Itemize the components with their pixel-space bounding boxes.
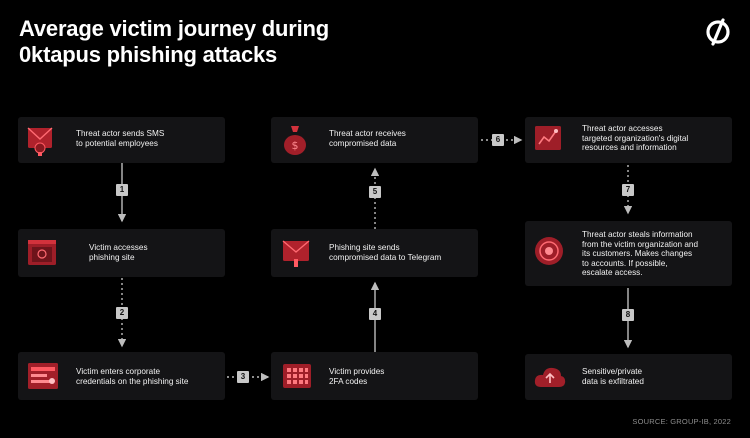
browser-window-icon xyxy=(28,240,56,265)
credentials-form-icon xyxy=(28,363,58,389)
step-card-sms: Threat actor sends SMS to potential empl… xyxy=(18,117,225,163)
step-card-telegram: Phishing site sends compromised data to … xyxy=(271,229,478,277)
step-badge-1: 1 xyxy=(116,184,128,196)
cloud-upload-icon xyxy=(534,367,566,387)
step-text-sms: Threat actor sends SMS to potential empl… xyxy=(76,129,165,148)
step-card-accesses-resources: Threat actor accesses targeted organizat… xyxy=(525,117,732,163)
step-card-exfiltrated: Sensitive/private data is exfiltrated xyxy=(525,354,732,400)
step-badge-8: 8 xyxy=(622,309,634,321)
step-card-credentials: Victim enters corporate credentials on t… xyxy=(18,352,225,400)
step-badge-2: 2 xyxy=(116,307,128,319)
page-title: Average victim journey during 0ktapus ph… xyxy=(19,16,329,68)
source-credit: SOURCE: GROUP-IB, 2022 xyxy=(632,417,731,426)
keypad-icon xyxy=(283,364,311,388)
step-text-2fa: Victim provides 2FA codes xyxy=(329,367,385,386)
step-card-phishing-site: Victim accesses phishing site xyxy=(18,229,225,277)
step-badge-5: 5 xyxy=(369,186,381,198)
step-badge-4: 4 xyxy=(369,308,381,320)
step-card-2fa: Victim provides 2FA codes xyxy=(271,352,478,400)
svg-text:$: $ xyxy=(292,139,299,152)
step-text-receives-data: Threat actor receives compromised data xyxy=(329,129,406,148)
step-text-phishing-site: Victim accesses phishing site xyxy=(89,243,148,262)
step-text-credentials: Victim enters corporate credentials on t… xyxy=(76,367,189,386)
envelope-send-icon xyxy=(282,240,310,267)
step-card-receives-data: $ Threat actor receives compromised data xyxy=(271,117,478,163)
step-badge-6: 6 xyxy=(492,134,504,146)
chart-screen-icon xyxy=(535,126,561,150)
sms-envelope-icon xyxy=(27,127,53,156)
step-text-exfiltrated: Sensitive/private data is exfiltrated xyxy=(582,367,644,386)
money-bag-icon: $ xyxy=(284,126,306,155)
title-line-1: Average victim journey during xyxy=(19,16,330,41)
step-text-steals-info: Threat actor steals information from the… xyxy=(582,230,699,278)
brand-logo-icon xyxy=(706,18,730,46)
step-text-accesses-resources: Threat actor accesses targeted organizat… xyxy=(582,124,689,153)
step-card-steals-info: Threat actor steals information from the… xyxy=(525,221,732,286)
step-badge-3: 3 xyxy=(237,371,249,383)
target-coin-icon xyxy=(535,237,563,265)
step-text-telegram: Phishing site sends compromised data to … xyxy=(329,243,442,262)
step-badge-7: 7 xyxy=(622,184,634,196)
title-line-2: 0ktapus phishing attacks xyxy=(19,42,278,67)
